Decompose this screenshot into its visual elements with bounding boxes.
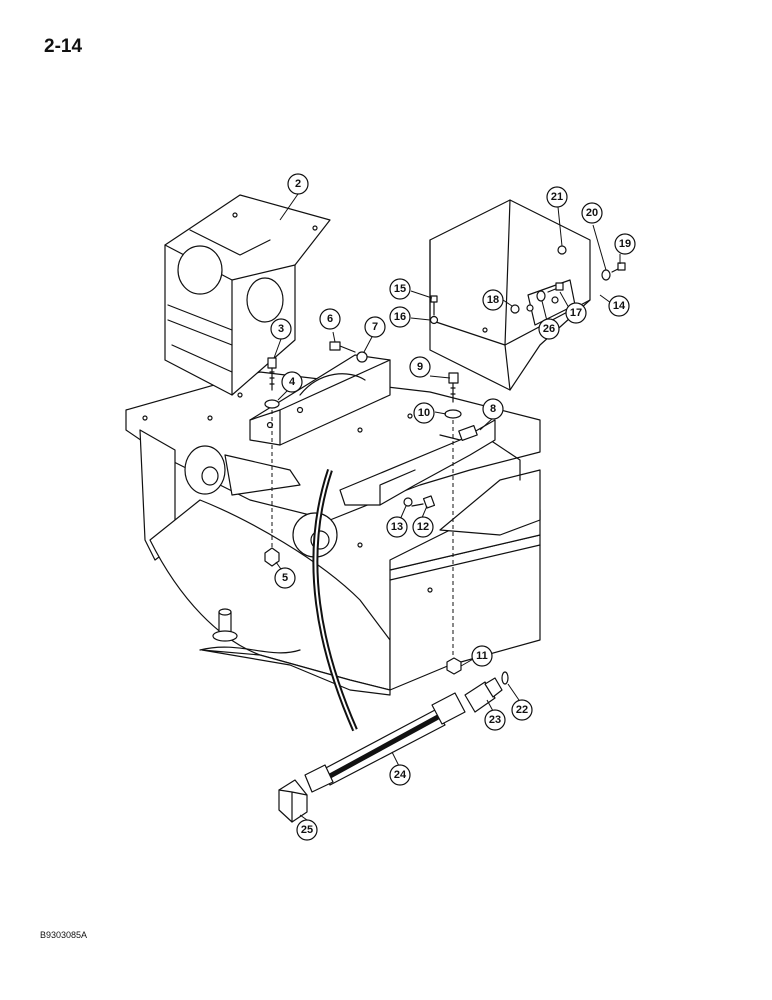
svg-text:10: 10 [418,407,430,419]
callout-9: 9 [409,356,431,378]
callout-19: 19 [614,233,636,255]
callout-15: 15 [389,278,411,300]
svg-text:2: 2 [295,178,301,190]
svg-text:21: 21 [551,191,563,203]
main-frame [125,371,541,696]
callout-14: 14 [608,295,630,317]
svg-text:7: 7 [372,321,378,333]
svg-text:11: 11 [476,650,488,662]
callout-21: 21 [546,186,568,208]
washer-10 [444,409,462,419]
svg-text:20: 20 [586,207,598,219]
washer-20 [601,269,611,281]
nut-7 [356,351,368,363]
hydraulic-hose-24 [304,469,466,793]
callout-26: 26 [538,318,560,340]
bolt-12 [411,495,436,509]
svg-text:8: 8 [490,403,496,415]
svg-text:4: 4 [289,376,296,388]
callout-10: 10 [413,402,435,424]
svg-text:9: 9 [417,361,423,373]
callout-11: 11 [471,645,493,667]
page-number: 2-14 [44,36,83,57]
callout-2: 2 [287,173,309,195]
adapter-23 [464,677,503,713]
callout-22: 22 [511,699,533,721]
svg-text:17: 17 [570,307,582,319]
right-bracket [339,419,496,506]
svg-text:12: 12 [417,521,429,533]
o-ring-22 [501,671,509,685]
nut-11 [446,657,462,675]
svg-text:26: 26 [543,323,555,335]
callout-3: 3 [270,318,292,340]
washer-26 [536,290,546,302]
bolt-17 [547,282,564,293]
left-bracket-plate [249,354,391,446]
svg-text:3: 3 [278,323,284,335]
nut-18 [510,304,520,314]
bolt-19 [611,262,626,273]
bolt-3 [267,357,277,391]
callout-20: 20 [581,202,603,224]
callout-16: 16 [389,306,411,328]
callout-25: 25 [296,819,318,841]
svg-text:25: 25 [301,824,313,836]
svg-text:22: 22 [516,704,528,716]
nut-5 [264,547,280,567]
nut-13 [403,497,413,507]
svg-text:16: 16 [394,311,406,323]
figure-code: B9303085A [40,930,88,940]
svg-text:19: 19 [619,238,631,250]
callout-17: 17 [565,302,587,324]
callout-24: 24 [389,764,411,786]
callout-4: 4 [281,371,303,393]
svg-text:13: 13 [391,521,403,533]
svg-text:6: 6 [327,313,333,325]
callout-7: 7 [364,316,386,338]
cover-shield [429,199,591,391]
svg-text:18: 18 [487,294,499,306]
nut-16 [429,315,439,325]
bolt-6 [329,341,356,353]
callout-8: 8 [482,398,504,420]
callout-5: 5 [274,567,296,589]
svg-text:15: 15 [394,283,406,295]
callout-12: 12 [412,516,434,538]
svg-text:23: 23 [489,714,501,726]
svg-text:5: 5 [282,572,288,584]
alignment-lines [271,410,454,658]
upper-mount-bracket [164,194,331,396]
washer-4 [264,399,280,409]
svg-text:24: 24 [394,769,407,781]
callout-23: 23 [484,709,506,731]
cap-25 [278,779,308,823]
nut-21 [557,245,567,255]
callout-18: 18 [482,289,504,311]
callout-13: 13 [386,516,408,538]
bolt-15 [430,295,438,316]
callout-6: 6 [319,308,341,330]
svg-text:14: 14 [613,300,626,312]
